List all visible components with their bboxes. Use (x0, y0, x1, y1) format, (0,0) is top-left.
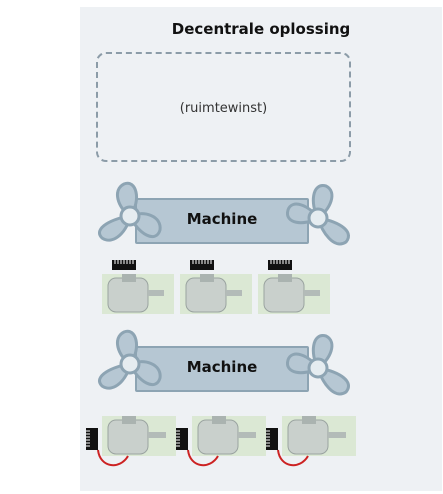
machine-1-label: Machine (186, 210, 258, 228)
motor-icon (102, 260, 174, 314)
cable-icon (277, 449, 309, 466)
fan-icon (98, 181, 162, 242)
motor-icon (258, 260, 330, 314)
fan-icon (286, 184, 350, 246)
cable-icon (97, 449, 129, 466)
space-saving-label: (ruimtewinst) (179, 101, 268, 116)
diagram-panel (80, 7, 442, 491)
space-saving-area (96, 52, 351, 162)
motor-icon (176, 416, 266, 466)
motor-icon (180, 260, 252, 314)
motor-icon (266, 416, 356, 466)
diagram-title: Decentrale oplossing (171, 20, 351, 38)
motor-icon (86, 416, 176, 466)
fan-icon (98, 329, 162, 390)
fan-icon (286, 334, 350, 396)
cable-icon (187, 449, 219, 466)
machine-2-label: Machine (186, 358, 258, 376)
machine-1-body (135, 198, 309, 244)
